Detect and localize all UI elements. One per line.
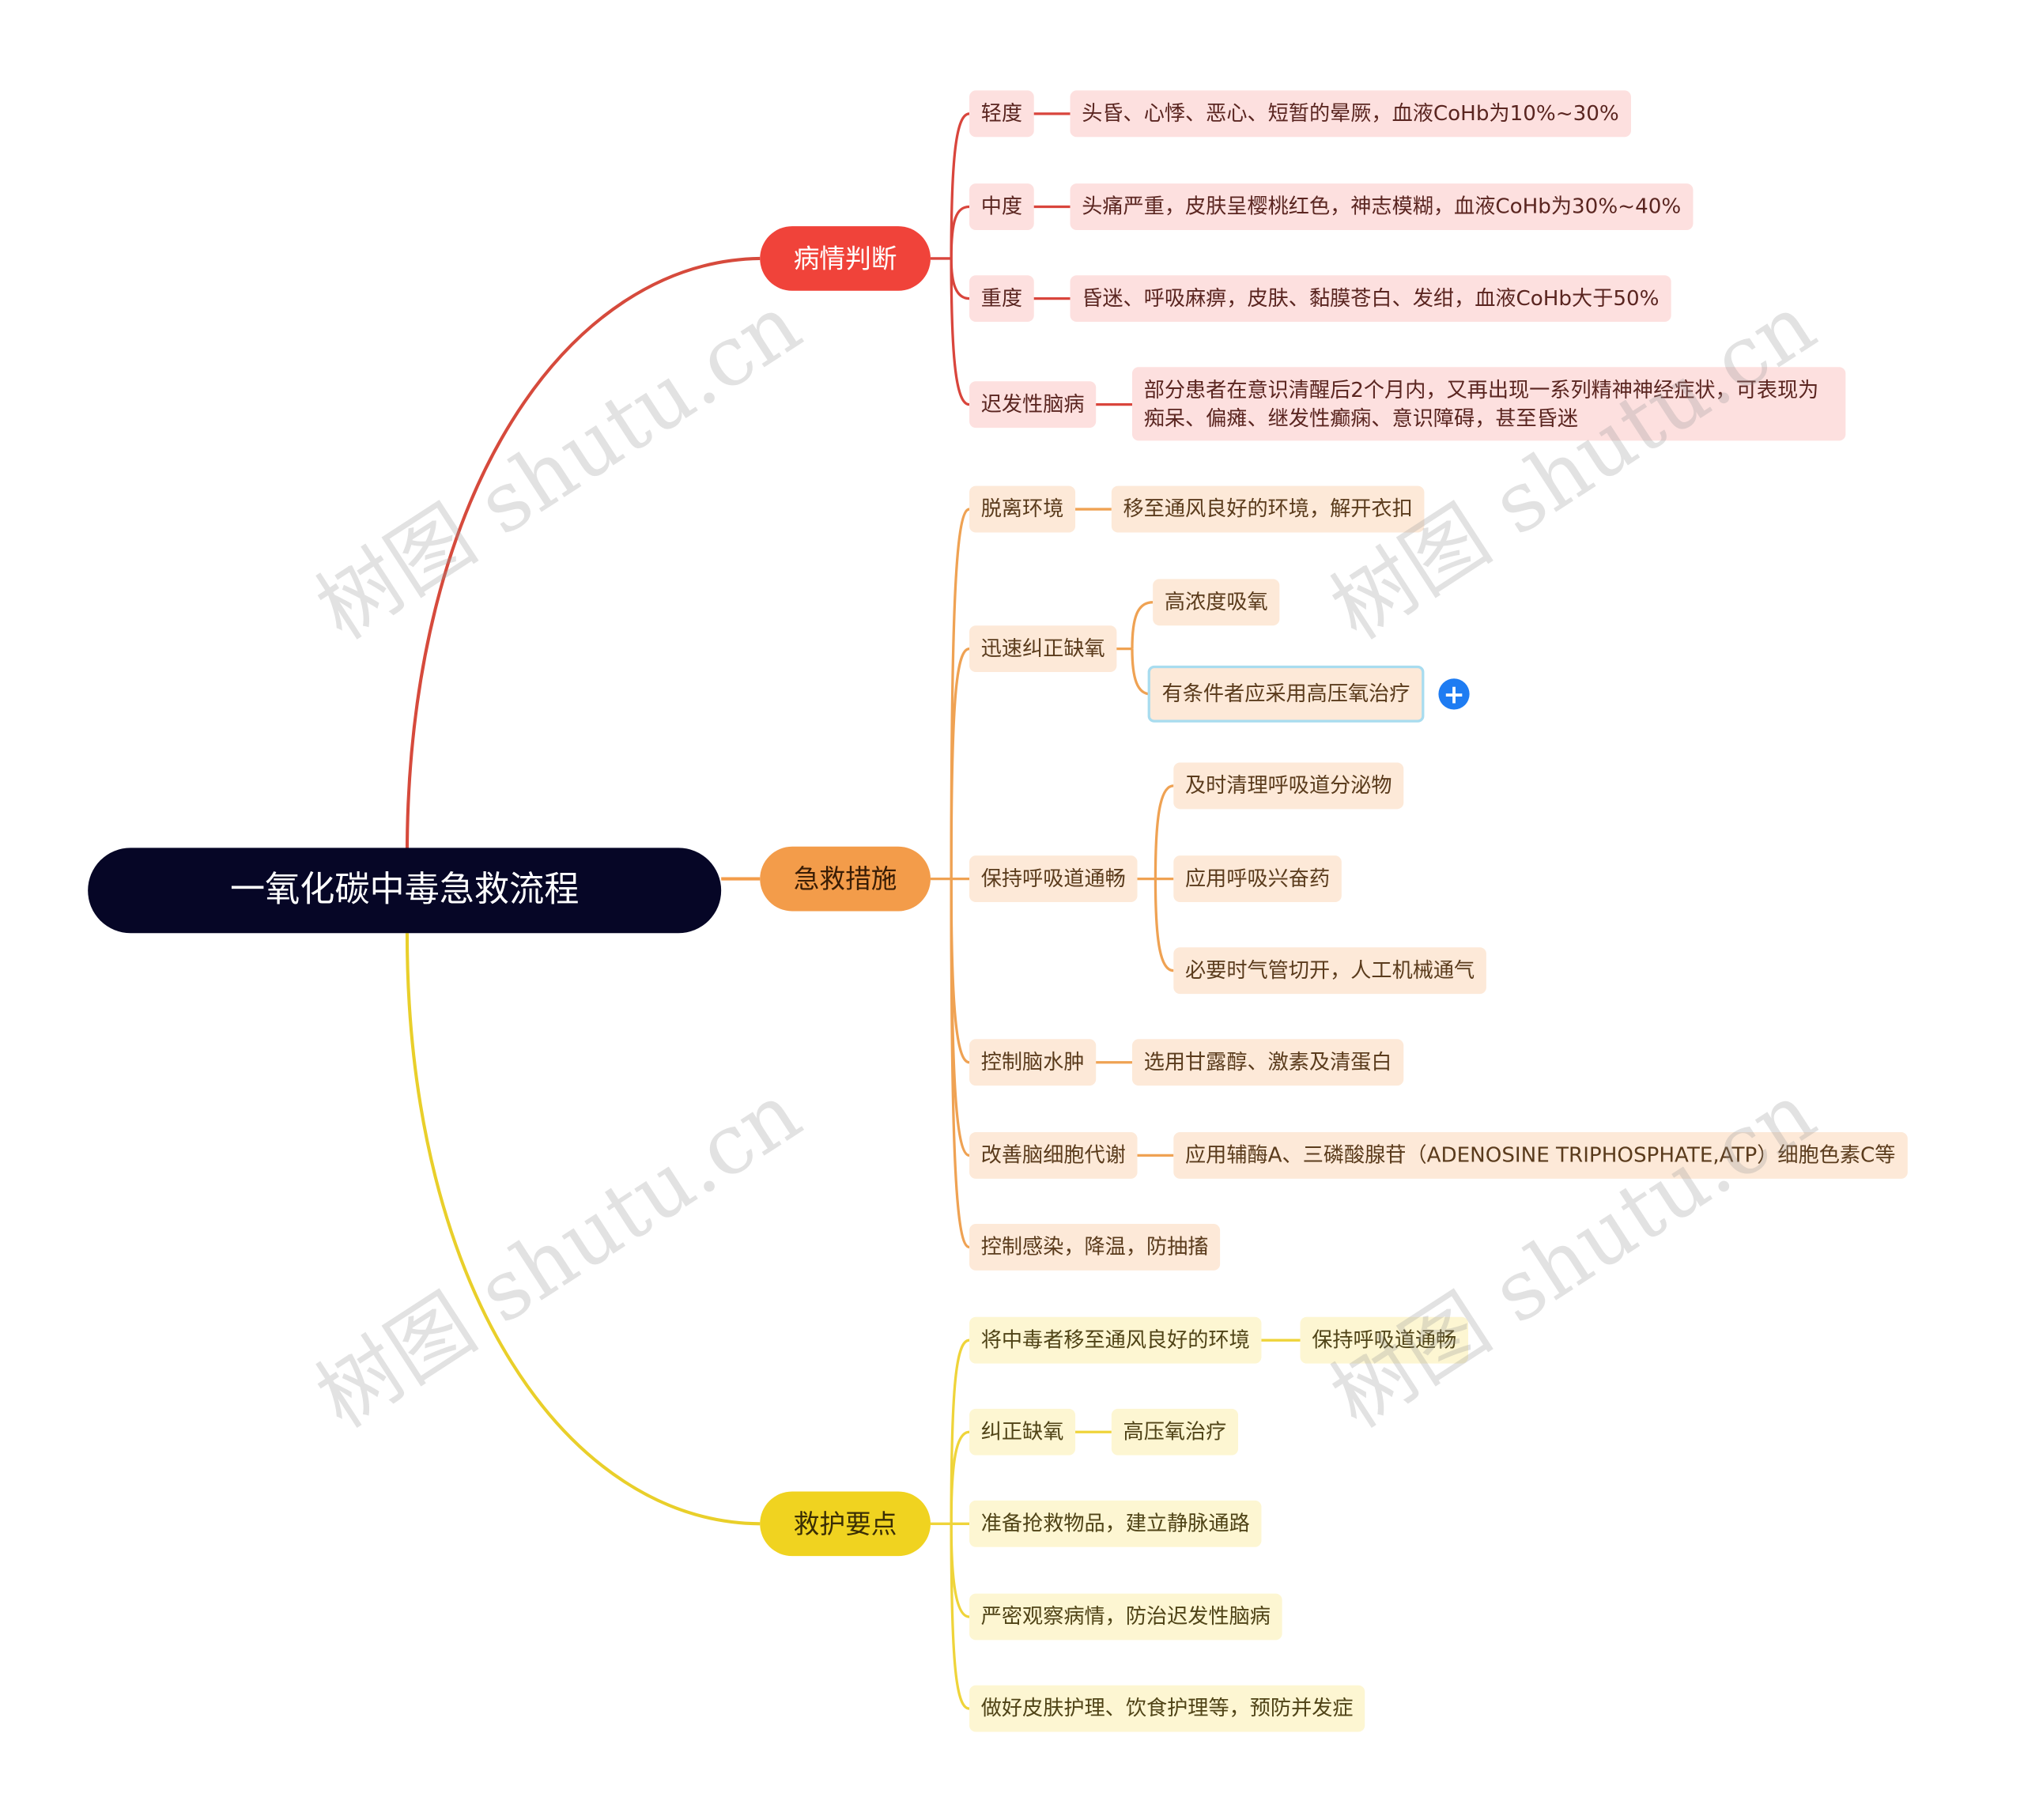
- topic-hyperbaric-oxygen[interactable]: 有条件者应采用高压氧治疗: [1147, 665, 1425, 723]
- topic-moderate[interactable]: 中度: [969, 183, 1034, 230]
- branch-firstaid[interactable]: 急救措施: [760, 846, 931, 912]
- topic-observe-condition[interactable]: 严密观察病情，防治迟发性脑病: [969, 1593, 1282, 1641]
- topic-leave-environment[interactable]: 脱离环境: [969, 485, 1076, 533]
- topic-mild-detail[interactable]: 头昏、心悸、恶心、短暂的晕厥，血液CoHb为10%~30%: [1070, 90, 1631, 138]
- topic-brain-metabolism-detail[interactable]: 应用辅酶A、三磷酸腺苷（ADENOSINE TRIPHOSPHATE,ATP）细…: [1173, 1131, 1908, 1179]
- topic-move-patient[interactable]: 将中毒者移至通风良好的环境: [969, 1316, 1262, 1364]
- topic-brain-edema[interactable]: 控制脑水肿: [969, 1039, 1097, 1086]
- root-topic[interactable]: 一氧化碳中毒急救流程: [88, 848, 722, 934]
- topic-infection-control[interactable]: 控制感染，降温，防抽搐: [969, 1224, 1221, 1271]
- branch-judgement[interactable]: 病情判断: [760, 226, 931, 291]
- topic-severe-detail[interactable]: 昏迷、呼吸麻痹，皮肤、黏膜苍白、发绀，血液CoHb大于50%: [1070, 275, 1671, 323]
- topic-clear-secretions[interactable]: 及时清理呼吸道分泌物: [1173, 762, 1404, 810]
- topic-brain-metabolism[interactable]: 改善脑细胞代谢: [969, 1131, 1138, 1179]
- expand-plus-icon[interactable]: +: [1438, 678, 1470, 710]
- topic-high-oxygen[interactable]: 高浓度吸氧: [1153, 579, 1280, 626]
- branch-nursing[interactable]: 救护要点: [760, 1491, 931, 1557]
- topic-nursing-hypoxia[interactable]: 纠正缺氧: [969, 1408, 1076, 1456]
- topic-tracheotomy[interactable]: 必要时气管切开，人工机械通气: [1173, 947, 1486, 995]
- topic-leave-environment-detail[interactable]: 移至通风良好的环境，解开衣扣: [1111, 485, 1425, 533]
- topic-move-patient-detail[interactable]: 保持呼吸道通畅: [1300, 1316, 1469, 1364]
- topic-moderate-detail[interactable]: 头痛严重，皮肤呈樱桃红色，神志模糊，血液CoHb为30%~40%: [1070, 183, 1693, 230]
- topic-prepare-supplies[interactable]: 准备抢救物品，建立静脉通路: [969, 1500, 1262, 1547]
- topic-mild[interactable]: 轻度: [969, 90, 1034, 138]
- topic-severe[interactable]: 重度: [969, 275, 1034, 323]
- topic-brain-edema-detail[interactable]: 选用甘露醇、激素及清蛋白: [1131, 1039, 1404, 1086]
- topic-nursing-hypoxia-detail[interactable]: 高压氧治疗: [1111, 1408, 1239, 1456]
- topic-correct-hypoxia[interactable]: 迅速纠正缺氧: [969, 625, 1117, 673]
- topic-skin-diet-care[interactable]: 做好皮肤护理、饮食护理等，预防并发症: [969, 1685, 1365, 1732]
- topic-delayed-encephalopathy[interactable]: 迟发性脑病: [969, 381, 1097, 429]
- topic-keep-airway[interactable]: 保持呼吸道通畅: [969, 855, 1138, 903]
- topic-respiratory-stimulant[interactable]: 应用呼吸兴奋药: [1173, 855, 1342, 903]
- topic-delayed-encephalopathy-detail[interactable]: 部分患者在意识清醒后2个月内，又再出现一系列精神神经症状，可表现为痴呆、偏瘫、继…: [1131, 367, 1846, 441]
